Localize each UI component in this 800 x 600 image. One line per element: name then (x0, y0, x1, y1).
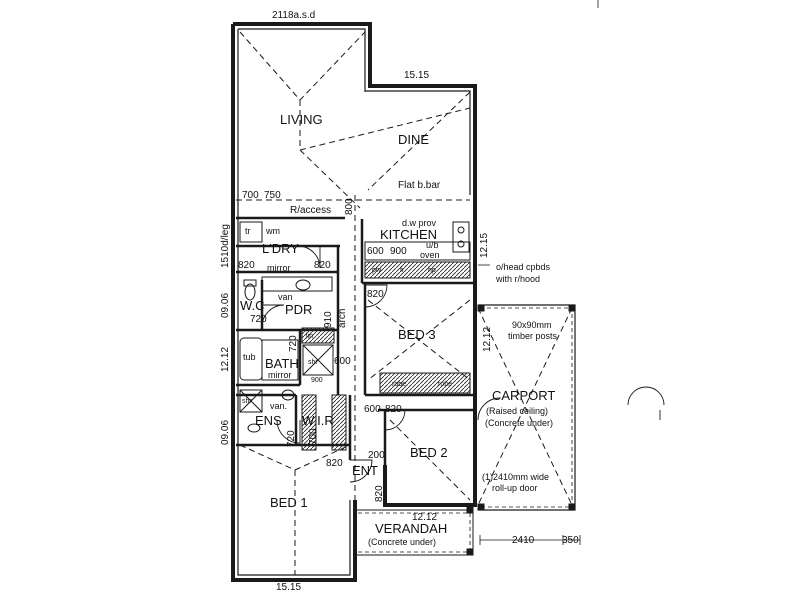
dim-700-wir: 700 (308, 428, 319, 445)
arch-label: arch (337, 309, 348, 328)
shr-bath-label: shr (308, 359, 318, 366)
robe-label-1: robe (392, 381, 406, 388)
dim-leg: 1510d/leg (220, 224, 231, 268)
van-ens-label: van. (270, 401, 287, 411)
tr-label: tr (245, 226, 251, 236)
kitchen-label: KITCHEN (380, 227, 437, 242)
dim-700: 700 (242, 190, 259, 201)
carport-label: CARPORT (492, 388, 555, 403)
tub-label: tub (243, 352, 256, 362)
dim-dine-pitch: 15.15 (404, 70, 429, 81)
carport-note-2: (Concrete under) (485, 418, 553, 428)
dim-720-pdr: 720 (288, 335, 299, 352)
roof-lines (236, 30, 573, 575)
dim-kitchen-pitch: 12.15 (479, 233, 490, 258)
dim-bed1-pitch: 15.15 (276, 582, 301, 593)
pdr-label: PDR (285, 302, 312, 317)
bed2-label: BED 2 (410, 445, 448, 460)
shr-ens-label: shr (242, 398, 252, 405)
dim-bed3-pitch: 12.12 (482, 327, 493, 352)
dim-lines (478, 0, 599, 545)
verandah-label: VERANDAH (375, 521, 447, 536)
dw-prov-label: d.w prov (402, 218, 437, 228)
rollup-label-2: roll-up door (492, 483, 538, 493)
bed1-label: BED 1 (270, 495, 308, 510)
fixtures (239, 221, 471, 433)
ub-label: u/b (426, 240, 439, 250)
dim-200: 200 (368, 450, 385, 461)
posts-label-2: timber posts (508, 331, 558, 341)
wir-label: W.I.R (302, 413, 334, 428)
pantry-label: pty (372, 267, 382, 274)
bed3-label: BED 3 (398, 327, 436, 342)
dim-900-small: 900 (311, 377, 323, 384)
dim-720-ens: 720 (286, 430, 297, 447)
oven-label: oven (420, 250, 440, 260)
mirror-bath-label: mirror (268, 370, 292, 380)
fixture-labels: Flat b.bar R/access tr wm mirror d.w pro… (242, 180, 558, 493)
van-pdr-label: van (278, 292, 293, 302)
ens-label: ENS (255, 413, 282, 428)
outer-walls-inner (237, 28, 471, 576)
dim-verandah-pitch: 12.12 (412, 512, 437, 523)
dim-750: 750 (264, 190, 281, 201)
rollup-label-1: (1)2410mm wide (482, 472, 549, 482)
dim-720-wc: 720 (250, 314, 267, 325)
dim-2410: 2410 (512, 535, 535, 546)
dim-820-bed3: 820 (367, 289, 384, 300)
laundry-label: L'DRY (262, 241, 299, 256)
wc-label: W.C (240, 298, 265, 313)
dim-600-bath: 600 (334, 356, 351, 367)
interior-walls (236, 216, 473, 500)
dim-900: 900 (390, 246, 407, 257)
robe-label-2: robe (438, 381, 452, 388)
posts-label-1: 90x90mm (512, 320, 552, 330)
verandah-outline (355, 506, 474, 556)
dim-820-ldry: 820 (238, 260, 255, 271)
dim-top-asd: 2118a.s.d (272, 10, 315, 21)
lin-label: lin (306, 333, 313, 340)
ohead-label-2: with r/hood (495, 274, 540, 284)
fr-label: fr (400, 267, 405, 274)
r-access-label: R/access (290, 205, 331, 216)
dim-820-kit: 820 (314, 260, 331, 271)
dimension-labels: 2118a.s.d 15.15 700 750 800 12.15 1510d/… (220, 10, 579, 593)
room-labels: LIVING DINE KITCHEN L'DRY W.C PDR BATH B… (240, 112, 555, 547)
dim-820-ent: 820 (374, 485, 385, 502)
ohead-label-1: o/head cpbds (496, 262, 551, 272)
dim-350: 350 (562, 535, 579, 546)
ent-label: ENT (352, 463, 378, 478)
wm-label: wm (265, 226, 280, 236)
dim-600a: 600 (367, 246, 384, 257)
dim-800: 800 (344, 198, 355, 215)
mirror-ldry-label: mirror (267, 263, 291, 273)
living-label: LIVING (280, 112, 323, 127)
dine-label: DINE (398, 132, 429, 147)
stair-hatch (301, 261, 471, 451)
dim-wc-pitch: 09.06 (220, 293, 231, 318)
dim-bath-pitch: 12.12 (220, 347, 231, 372)
dim-600-bed2: 600 (364, 404, 381, 415)
hp-label: hp (428, 267, 436, 274)
dim-ens-pitch: 09.06 (220, 420, 231, 445)
bath-label: BATH (265, 356, 299, 371)
dim-820-bed2: 820 (385, 404, 402, 415)
dim-820-bed1: 820 (326, 458, 343, 469)
flat-bbar-label: Flat b.bar (398, 180, 441, 191)
carport-door (477, 397, 501, 421)
verandah-note: (Concrete under) (368, 537, 436, 547)
carport-note-1: (Raised ceiling) (486, 406, 548, 416)
dim-910: 910 (323, 311, 334, 328)
door-swings (261, 245, 665, 483)
